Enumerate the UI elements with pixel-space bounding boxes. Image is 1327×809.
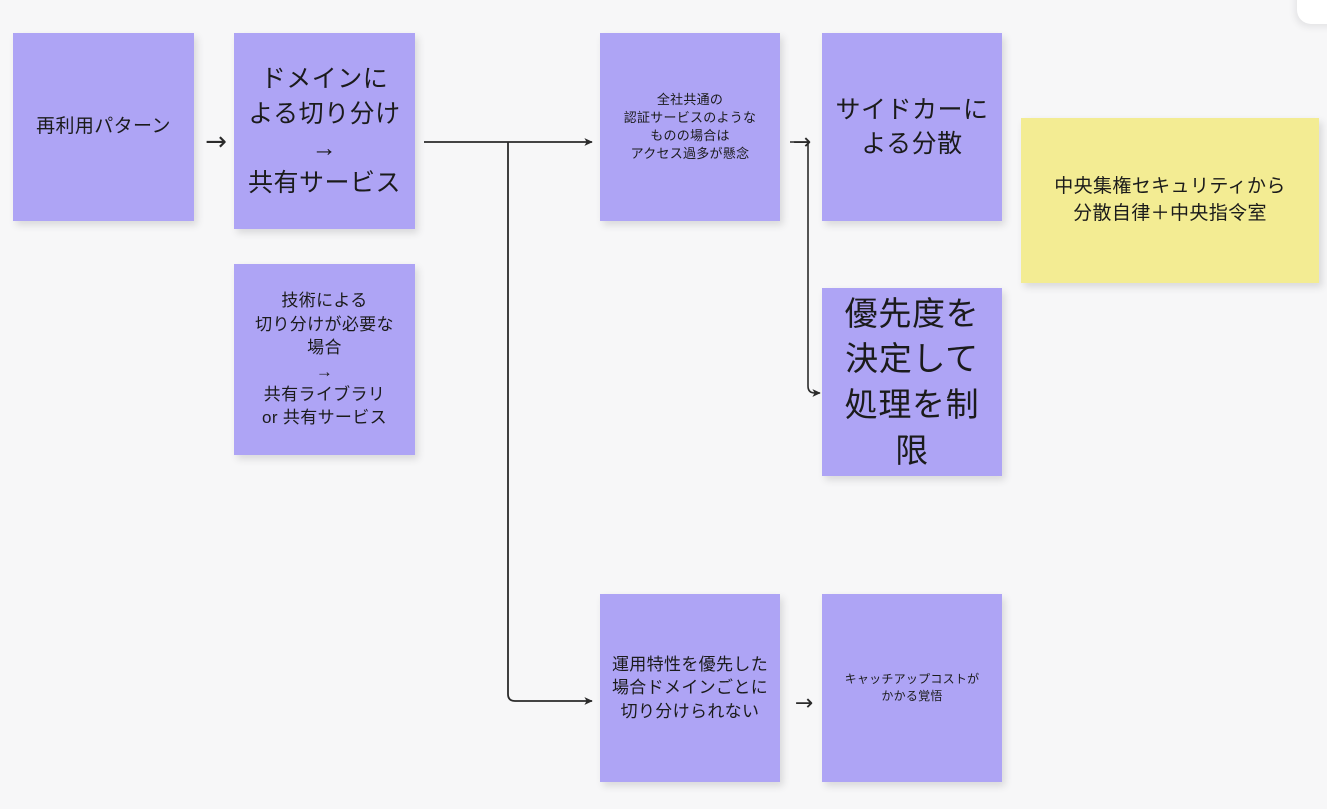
sticky-note-text: 運用特性を優先した 場合ドメインごとに 切り分けられない [611,654,769,721]
sticky-note-catchup-cost[interactable]: キャッチアップコストが かかる覚悟 [822,594,1002,782]
sticky-note-text: 技術による 切り分けが必要な 場合 → 共有ライブラリ or 共有サービス [255,291,394,428]
sticky-note-domain-split[interactable]: ドメインに よる切り分け → 共有サービス [234,33,415,229]
sticky-note-tech-split[interactable]: 技術による 切り分けが必要な 場合 → 共有ライブラリ or 共有サービス [234,264,415,455]
top-right-rounded-panel[interactable] [1297,0,1327,24]
sticky-note-reuse-pattern[interactable]: 再利用パターン [13,33,194,221]
sticky-note-sidecar-distribution[interactable]: サイドカーに よる分散 [822,33,1002,221]
sticky-note-text: 再利用パターン [36,115,171,137]
sticky-note-text: 優先度を 決定して 処理を制限 [844,294,980,469]
sticky-note-central-security-shift[interactable]: 中央集権セキュリティから 分散自律＋中央指令室 [1021,118,1319,283]
arrow-icon-arrow-auth-to-sidecar: → [792,129,812,155]
sticky-note-text: サイドカーに よる分散 [835,95,989,159]
connector-sidecar-junction [790,141,821,397]
connector-branch-to-ops [507,142,593,705]
sticky-note-priority-limit[interactable]: 優先度を 決定して 処理を制限 [822,288,1002,476]
sticky-note-text: 全社共通の 認証サービスのような ものの場合は アクセス過多が懸念 [623,92,757,161]
arrow-icon-arrow-ops-to-catchup: → [794,690,814,716]
sticky-note-text: ドメインに よる切り分け → 共有サービス [247,65,401,197]
arrow-icon-arrow-reuse-to-domain: → [205,127,227,157]
sticky-note-ops-priority-no-split[interactable]: 運用特性を優先した 場合ドメインごとに 切り分けられない [600,594,780,782]
sticky-note-company-wide-auth[interactable]: 全社共通の 認証サービスのような ものの場合は アクセス過多が懸念 [600,33,780,221]
sticky-note-text: キャッチアップコストが かかる覚悟 [844,672,980,703]
sticky-note-text: 中央集権セキュリティから 分散自律＋中央指令室 [1054,176,1286,224]
